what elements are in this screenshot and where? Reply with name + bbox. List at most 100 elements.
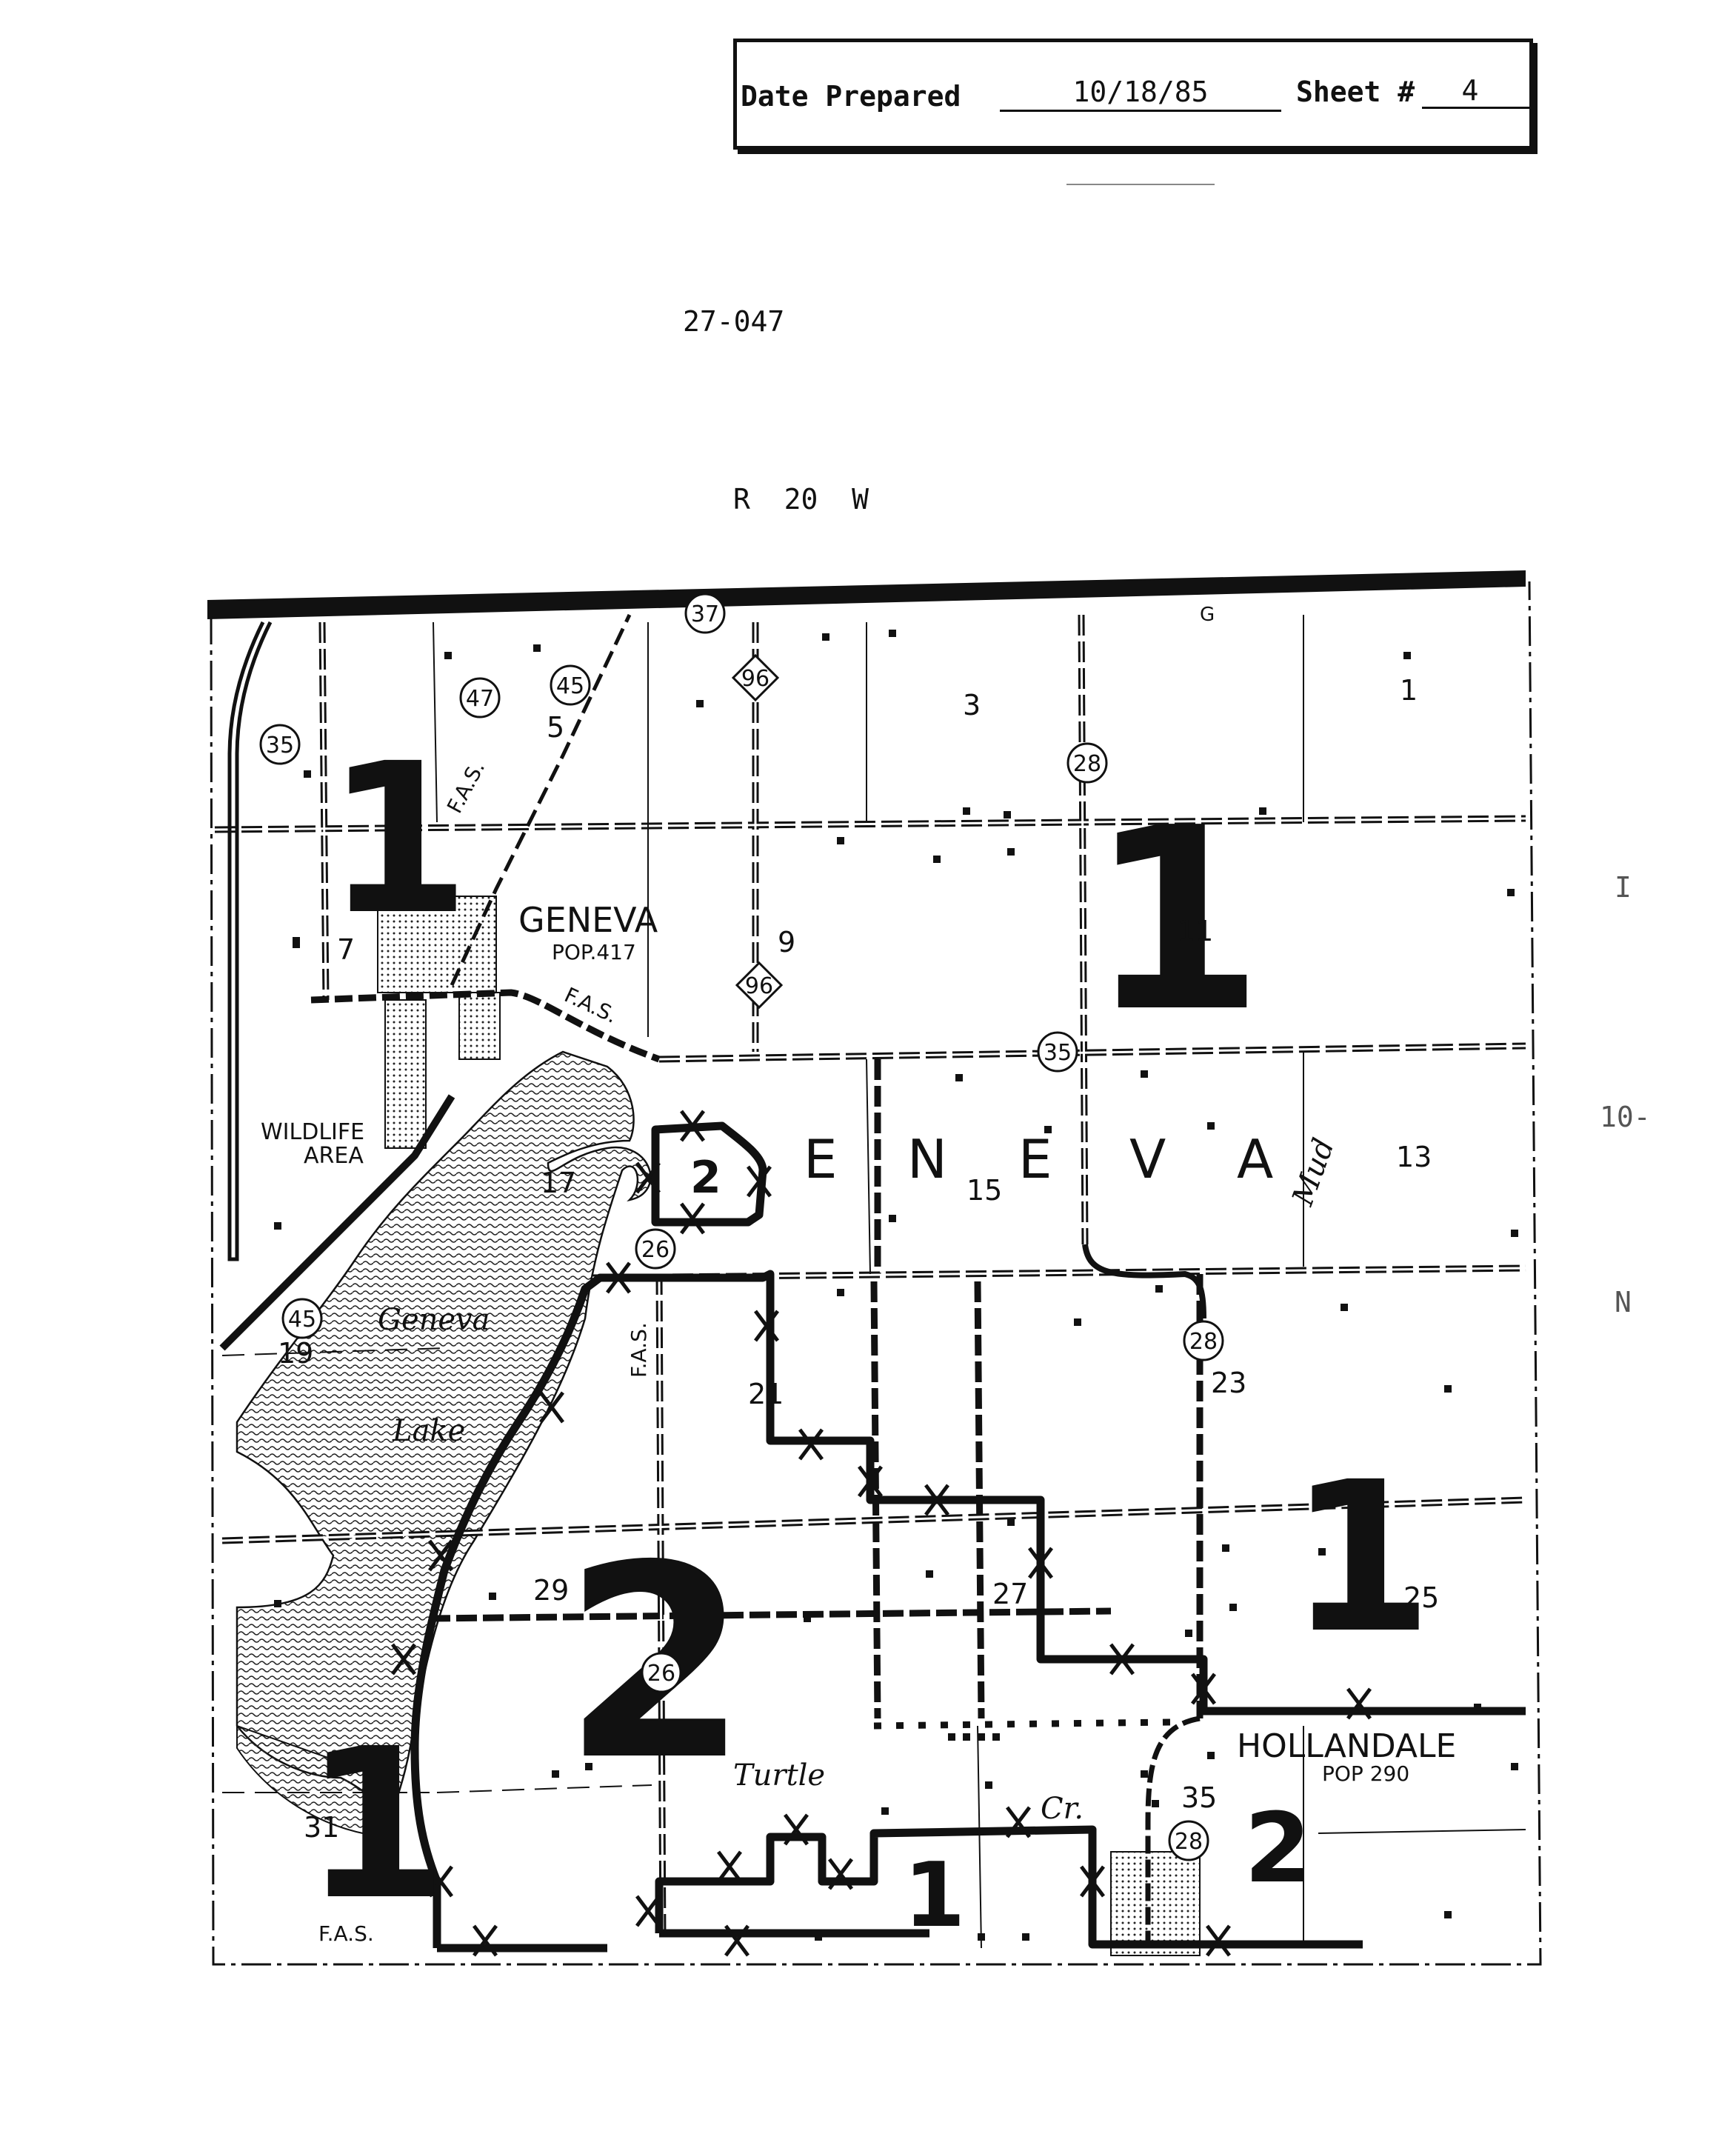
- hollandale-town-name: HOLLANDALE: [1237, 1727, 1456, 1765]
- zone-numeral-1-sw: 1: [304, 1704, 448, 1946]
- svg-text:28: 28: [1175, 1829, 1203, 1855]
- boundary-x-marks: [391, 1110, 1372, 1957]
- section-1: 1: [1400, 674, 1418, 707]
- sheet-label: Sheet #: [1296, 76, 1415, 108]
- route-26-s: 26: [641, 1652, 682, 1693]
- svg-text:28: 28: [1189, 1329, 1218, 1355]
- lake-label-2: Lake: [392, 1414, 465, 1448]
- section-5: 5: [547, 711, 564, 744]
- township-letter-e2: E: [1018, 1128, 1052, 1190]
- section-21: 21: [748, 1378, 784, 1410]
- map-frame: [210, 581, 1542, 1966]
- svg-text:96: 96: [745, 973, 773, 999]
- geneva-town-area-3: [458, 992, 501, 1060]
- margin-mark-2: 10-: [1600, 1101, 1651, 1133]
- grid-letter-g: G: [1200, 604, 1215, 626]
- fas-label-4: F.A.S.: [318, 1921, 374, 1946]
- lake-shore-2: [236, 1724, 397, 1838]
- road-28-curve: [1082, 1244, 1206, 1319]
- route-45-w: 45: [281, 1298, 323, 1339]
- route-96-n: 96: [731, 653, 780, 702]
- date-underline: [1000, 110, 1281, 112]
- route-37-n: 37: [684, 593, 726, 634]
- section-19: 19: [278, 1337, 313, 1370]
- svg-text:28: 28: [1073, 751, 1101, 777]
- section-31: 31: [304, 1811, 339, 1844]
- fas-diagonal: [450, 613, 632, 987]
- section-27: 27: [992, 1578, 1028, 1610]
- section-numbers: 1 3 5 7 9 11 13 15 17 19 21 23 25 27 29 …: [278, 674, 1439, 1844]
- wildlife-label-1: WILDLIFE: [261, 1119, 364, 1145]
- header-box: [733, 39, 1533, 150]
- section-13: 13: [1396, 1141, 1432, 1173]
- route-35-nw: 35: [259, 724, 301, 765]
- svg-text:35: 35: [266, 733, 294, 758]
- svg-text:37: 37: [691, 601, 719, 627]
- margin-mark-1: I: [1615, 871, 1632, 904]
- sheet-underline: [1422, 107, 1533, 109]
- route-96-s: 96: [735, 961, 784, 1010]
- margin-mark-3: N: [1615, 1286, 1632, 1318]
- svg-text:26: 26: [641, 1237, 670, 1263]
- zone-2-loop: [651, 1121, 767, 1227]
- section-9: 9: [778, 926, 795, 958]
- creek-label-1: Turtle: [733, 1758, 825, 1793]
- township-letter-a: A: [1237, 1128, 1273, 1190]
- svg-text:96: 96: [741, 666, 769, 692]
- map-top-border: [207, 570, 1526, 619]
- section-15: 15: [967, 1174, 1002, 1207]
- svg-text:45: 45: [556, 673, 584, 699]
- document-id: 27-047: [683, 305, 785, 338]
- building-markers: [274, 630, 1518, 1941]
- route-45-n: 45: [550, 664, 591, 706]
- zone-numerals: 1 1 1 2 2 1 1 2: [304, 719, 1433, 1947]
- geneva-town-area: [377, 896, 497, 993]
- zone-numeral-1-e: 1: [1289, 1438, 1433, 1679]
- section-23: 23: [1211, 1367, 1246, 1399]
- fas-road-east: [310, 989, 661, 1063]
- zone-numeral-1-nw: 1: [326, 719, 470, 961]
- zone-numeral-1-s: 1: [904, 1844, 966, 1947]
- route-28-n: 28: [1066, 742, 1108, 784]
- zone-numeral-2-small: 2: [690, 1152, 721, 1204]
- section-7: 7: [337, 933, 355, 966]
- range-label: R 20 W: [733, 483, 869, 516]
- zone-boundary-line: [410, 1270, 1526, 1948]
- fas-label-3: F.A.S.: [627, 1322, 651, 1378]
- route-28-s: 28: [1168, 1820, 1209, 1861]
- route-shields: 35 47 45 96 28 35 26 45 28 28 26 96 37: [259, 593, 1224, 1861]
- township-letter-n: N: [907, 1128, 947, 1190]
- geneva-town-name: GENEVA: [518, 900, 658, 940]
- route-26-n: 26: [635, 1228, 676, 1270]
- section-lines: [221, 615, 1526, 1949]
- zone-boundary-south: [437, 1825, 1363, 1953]
- geneva-population: POP.417: [552, 940, 636, 964]
- wildlife-label-2: AREA: [304, 1143, 364, 1169]
- sheet-value: 4: [1461, 74, 1479, 107]
- hollandale-population: POP 290: [1322, 1761, 1409, 1786]
- mud-creek-label: Mud: [1286, 1134, 1341, 1210]
- section-25: 25: [1403, 1581, 1439, 1614]
- section-29: 29: [533, 1574, 569, 1607]
- road-28-south: [1145, 1715, 1201, 1948]
- zone-numeral-2-se: 2: [1244, 1792, 1311, 1904]
- date-prepared-label: Date Prepared: [741, 80, 961, 113]
- township-letter-v: V: [1129, 1128, 1166, 1190]
- svg-text:47: 47: [466, 686, 494, 712]
- section-3: 3: [963, 689, 981, 721]
- township-letter-e1: E: [804, 1128, 838, 1190]
- section-road-centers: [214, 614, 1526, 1941]
- highway-35: [227, 621, 273, 1261]
- section-35: 35: [1181, 1781, 1217, 1814]
- header-dash: [1066, 184, 1215, 185]
- section-11: 11: [1178, 915, 1213, 947]
- route-47: 47: [459, 677, 501, 718]
- zone-numeral-1-ne: 1: [1089, 774, 1264, 1067]
- highway-45-diagonal: [219, 1094, 455, 1351]
- creek-label-2: Cr.: [1041, 1792, 1084, 1826]
- hollandale-town-area: [1110, 1851, 1201, 1956]
- lake-label-1: Geneva: [378, 1303, 490, 1337]
- route-35-e: 35: [1037, 1031, 1078, 1073]
- date-prepared-value: 10/18/85: [1072, 76, 1209, 108]
